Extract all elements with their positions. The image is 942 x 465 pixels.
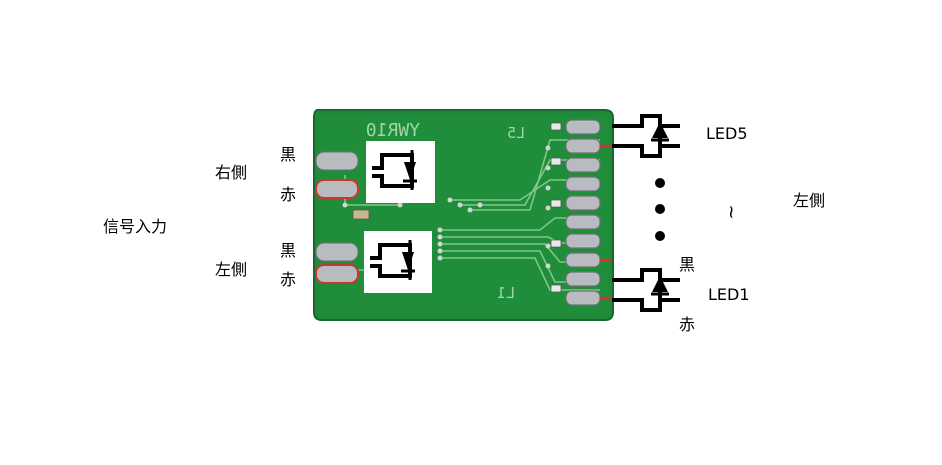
optocoupler-box-bottom [364, 231, 432, 293]
smd-resistors [352, 122, 562, 293]
red-wire-label-led1: 赤 [679, 315, 696, 334]
led5-diode-icon [652, 122, 668, 138]
silkscreen-ywr10: YWR10 [366, 120, 420, 141]
optocoupler-box-top [366, 141, 435, 203]
left-side-input-label: 左側 [215, 260, 248, 279]
led1-diode-icon [652, 276, 668, 292]
input-solder-pads [315, 151, 359, 284]
led1-label: LED1 [708, 285, 750, 304]
black-wire-label-top: 黒 [280, 145, 297, 164]
red-wire-label-top: 赤 [280, 185, 297, 204]
silkscreen: YWR10 L5 L1 [366, 120, 525, 302]
led-solder-pads [565, 119, 601, 306]
pcb-vias [342, 145, 551, 269]
silkscreen-l1: L1 [497, 284, 515, 302]
red-wire-label-mid: 赤 [280, 270, 297, 289]
black-wire-label-mid: 黒 [280, 241, 297, 260]
black-wire-label-led1: 黒 [679, 255, 696, 274]
led5-symbol [612, 114, 680, 158]
right-red-wire-stubs [600, 144, 612, 300]
right-side-label: 右側 [215, 163, 248, 182]
left-side-output-label: 左側 [793, 191, 826, 210]
led5-label: LED5 [706, 124, 748, 143]
ellipsis-dots-icon [655, 178, 665, 241]
silkscreen-l5: L5 [507, 124, 525, 142]
signal-input-label: 信号入力 [103, 217, 168, 236]
led1-symbol [612, 268, 680, 312]
